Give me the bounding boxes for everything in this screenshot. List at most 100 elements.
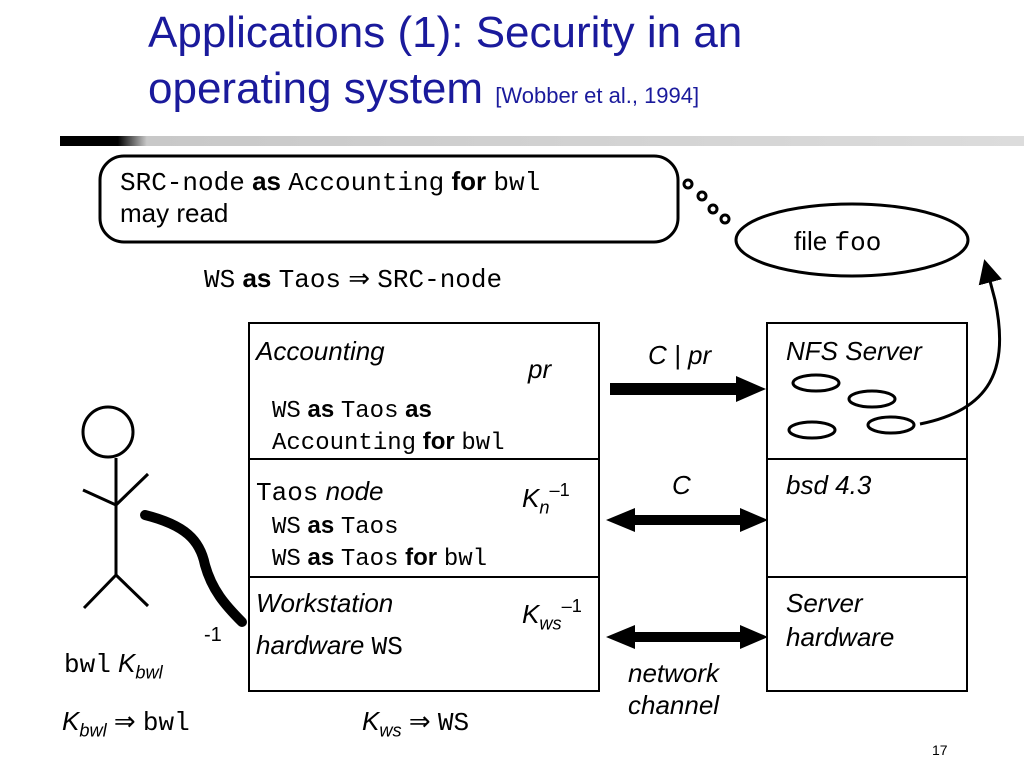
keyword-as: as (307, 544, 335, 571)
key-subscript: ws (379, 720, 402, 741)
slide-title-line1: Applications (1): Security in an (148, 8, 743, 57)
workstation-title: Workstation (256, 588, 394, 618)
network-label-line1: network (628, 658, 720, 688)
taos: Taos (340, 398, 399, 425)
workstation-box (248, 576, 600, 692)
key-letter: K (522, 598, 540, 629)
keyword-as: as (252, 166, 281, 196)
disk (866, 415, 916, 435)
disk (787, 420, 837, 440)
ws: WS (272, 546, 301, 573)
implies-arrow: ⇒ (348, 263, 371, 293)
disk (847, 389, 897, 409)
taos: Taos (256, 478, 319, 508)
stick-figure-arm-right (114, 472, 150, 507)
accounting-line2: Accounting for bwl (272, 428, 505, 457)
ws: WS (371, 632, 403, 662)
ws-key: Kws–1 (522, 596, 582, 634)
hardware-label: hardware (256, 630, 365, 660)
bwl: bwl (461, 430, 505, 457)
server-hardware-label1: Server (786, 588, 863, 618)
key-letter: K (522, 482, 540, 513)
speaks-for-right: SRC-node (377, 265, 503, 295)
speaks-for-mid: Taos (278, 265, 342, 295)
key-superscript: –1 (561, 596, 582, 616)
statement-line1: SRC-node as Accounting for bwl (120, 166, 540, 198)
file-name: foo (834, 228, 882, 258)
user-label: bwl Kbwl (64, 648, 163, 683)
channel-arrow-bottom-head-right (740, 625, 768, 649)
bsd-label: bsd 4.3 (786, 470, 872, 500)
keyword-as: as (242, 263, 272, 293)
principal: SRC-node (120, 168, 245, 198)
keyword-as: as (307, 396, 335, 423)
bwl: bwl (443, 546, 488, 573)
thought-bubble (707, 203, 719, 215)
speaks-for-line: WS as Taos ⇒ SRC-node (204, 263, 502, 295)
stick-figure-head (81, 405, 135, 459)
keyword-as: as (307, 512, 335, 539)
taos: Taos (340, 546, 399, 573)
key-superscript: –1 (549, 480, 570, 500)
bottom-right-statement: Kws ⇒ WS (362, 706, 469, 741)
channel-arrow-mid-head-right (740, 508, 768, 532)
user: bwl (493, 168, 541, 198)
taos-line2: WS as Taos for bwl (272, 544, 487, 573)
key: Kws (362, 706, 402, 740)
ws: WS (272, 514, 301, 541)
key: Kbwl (62, 706, 107, 740)
bottom-left-statement: Kbwl ⇒ bwl (62, 706, 190, 741)
file-ellipse (734, 202, 970, 278)
implies-arrow: ⇒ (113, 706, 136, 736)
server-hardware-box (766, 576, 968, 692)
title-underline-bar (60, 136, 1024, 146)
taos-line1: WS as Taos (272, 512, 398, 541)
slide-title-line2: operating system [Wobber et al., 1994] (148, 62, 699, 123)
user-key-superscript: -1 (204, 624, 222, 646)
role: Accounting (288, 168, 445, 198)
taos: Taos (340, 514, 399, 541)
channel-arrow-top-head (736, 376, 766, 402)
principal: bwl (142, 708, 190, 738)
stick-figure-arm-left (82, 488, 117, 507)
file-label: file foo (794, 226, 881, 258)
keyword-for: for (422, 428, 455, 455)
taos-node-title: Taos node (256, 476, 384, 508)
principal: WS (437, 708, 470, 738)
implies-arrow: ⇒ (408, 706, 431, 736)
statement-line2: may read (120, 198, 229, 228)
key-letter: K (62, 706, 80, 736)
node-label: node (325, 476, 384, 506)
accounting-line1: WS as Taos as (272, 396, 432, 425)
page-number: 17 (932, 742, 948, 758)
thought-bubble (682, 178, 694, 190)
key-letter: K (362, 706, 380, 736)
accounting-title: Accounting (256, 336, 385, 366)
file-word: file (794, 226, 828, 256)
keyword-for: for (451, 166, 487, 196)
channel-arrow-bottom-head-left (606, 625, 635, 649)
nfs-server-label: NFS Server (786, 336, 922, 366)
pr-label: pr (528, 354, 552, 384)
channel-arrow-mid-head-left (606, 508, 635, 532)
key-subscript: n (539, 497, 550, 518)
channel-label-top: C | pr (648, 340, 712, 370)
workstation-hardware: hardware WS (256, 630, 403, 662)
node-key: Kn–1 (522, 480, 570, 518)
key-letter: K (118, 648, 136, 678)
keyword-as: as (405, 396, 432, 423)
user-cable (140, 510, 247, 627)
user-key: Kbwl (118, 648, 163, 682)
channel-label-mid: C (672, 470, 691, 500)
server-hardware-label2: hardware (786, 622, 895, 652)
key-subscript: bwl (135, 662, 163, 683)
stick-figure-leg-left (82, 573, 118, 610)
key-subscript: bwl (79, 720, 107, 741)
disk-to-file-curve (919, 259, 1002, 426)
disk (791, 373, 841, 393)
thought-bubble (719, 213, 731, 225)
thought-bubble (696, 190, 708, 202)
key-subscript: ws (539, 613, 562, 634)
keyword-for: for (405, 544, 438, 571)
